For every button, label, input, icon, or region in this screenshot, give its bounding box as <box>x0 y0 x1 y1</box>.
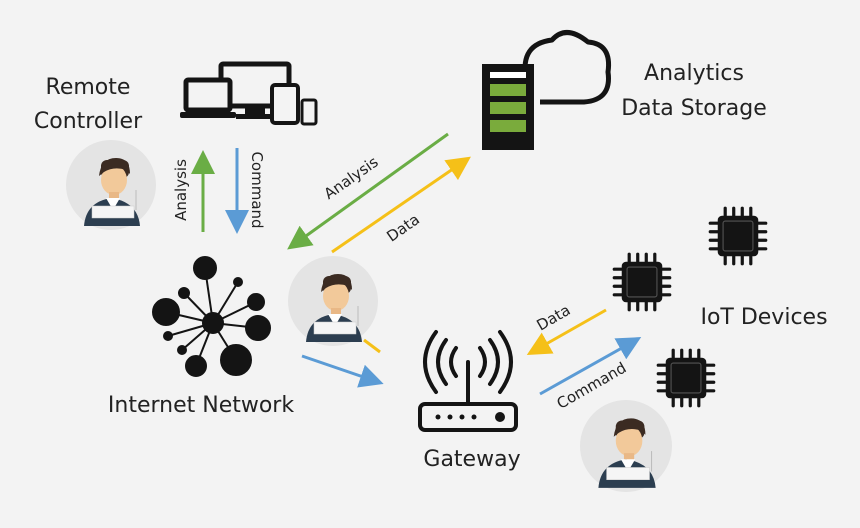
iot-devices-label: IoT Devices <box>700 305 827 330</box>
gateway-data-arrow-stub <box>363 338 381 354</box>
network-hub-icon <box>152 256 271 377</box>
storage-analysis-arrow <box>287 132 449 250</box>
iot-command-arrow <box>539 337 642 396</box>
gateway-command-arrow <box>301 354 384 388</box>
router-icon <box>418 330 518 432</box>
remote-analysis-label: Analysis <box>172 159 190 221</box>
remote-controller-label-line2: Controller <box>34 109 143 134</box>
chip-icon <box>656 348 716 408</box>
remote-command-label: Command <box>248 151 266 228</box>
remote-controller-label-line1: Remote <box>46 75 131 100</box>
analytics-label-line1: Analytics <box>644 61 744 86</box>
internet-network-label: Internet Network <box>108 393 294 418</box>
analytics-label-line2: Data Storage <box>621 96 767 121</box>
devices-icon <box>180 61 318 126</box>
gateway-label: Gateway <box>423 447 520 472</box>
iot-person-icon <box>580 400 672 492</box>
network-person-icon <box>288 256 378 346</box>
iot-data-label: Data <box>533 301 573 335</box>
remote-controller-person-icon <box>66 140 156 230</box>
cloud-server-icon <box>482 30 612 150</box>
storage-analysis-label: Analysis <box>321 153 382 203</box>
chip-icon <box>612 252 672 312</box>
iot-data-arrow <box>526 308 607 355</box>
chip-icon <box>708 206 768 266</box>
storage-data-label: Data <box>383 210 423 245</box>
storage-data-arrow <box>331 156 471 254</box>
